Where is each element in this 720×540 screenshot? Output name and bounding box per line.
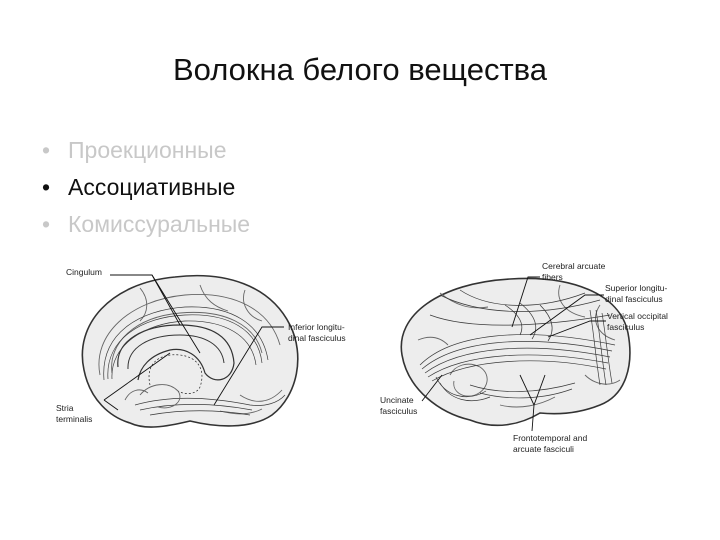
bullet-label: Комиссуральные [68,211,250,237]
bullet-marker: • [42,132,68,169]
label-cingulum: Cingulum [66,267,102,277]
label-uncinate-1: Uncinate [380,395,414,405]
bullet-item-projection: •Проекционные [42,132,250,169]
label-stria-2: terminalis [56,414,92,424]
bullet-label: Ассоциативные [68,174,235,200]
label-vertical-occipital-2: fasciculus [607,322,644,332]
bullet-label: Проекционные [68,137,227,163]
label-cerebral-arcuate-1: Cerebral arcuate [542,261,606,271]
label-stria-1: Stria [56,403,74,413]
bullet-item-association: •Ассоциативные [42,169,250,206]
label-uncinate-2: fasciculus [380,406,417,416]
label-cerebral-arcuate-2: fibers [542,272,563,282]
label-frontotemporal-2: arcuate fasciculi [513,444,574,454]
label-inferior-longitudinal-2: dinal fasciculus [288,333,346,343]
label-superior-longitudinal-1: Superior longitu- [605,283,668,293]
label-frontotemporal-1: Frontotemporal and [513,433,587,443]
bullet-item-commissural: •Комиссуральные [42,206,250,243]
label-vertical-occipital-1: Vertical occipital [607,311,668,321]
bullet-marker: • [42,169,68,206]
bullet-list: •Проекционные •Ассоциативные •Комиссурал… [42,132,250,243]
label-superior-longitudinal-2: dinal fasciculus [605,294,663,304]
slide-title: Волокна белого вещества [0,52,720,88]
lateral-brain-illustration: Cerebral arcuate fibers Superior longitu… [380,261,668,454]
bullet-marker: • [42,206,68,243]
white-matter-figure: Cingulum Inferior longitu- dinal fascicu… [0,255,720,465]
medial-brain-illustration: Cingulum Inferior longitu- dinal fascicu… [56,267,346,427]
label-inferior-longitudinal-1: Inferior longitu- [288,322,345,332]
